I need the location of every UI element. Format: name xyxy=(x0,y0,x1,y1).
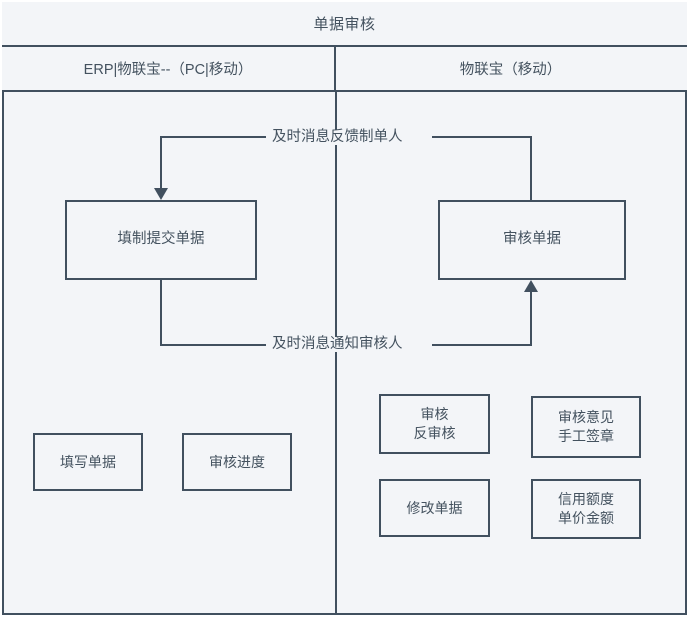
edge-notify-segment-left-vertical xyxy=(160,280,162,345)
node-opinion-sign[interactable]: 审核意见 手工签章 xyxy=(531,396,641,458)
node-credit-price[interactable]: 信用额度 单价金额 xyxy=(531,479,641,539)
node-credit-price-label: 信用额度 单价金额 xyxy=(558,491,614,526)
node-audit-doc-label: 审核单据 xyxy=(503,231,561,248)
node-audit-reverse[interactable]: 审核 反审核 xyxy=(379,394,490,454)
node-opinion-sign-label: 审核意见 手工签章 xyxy=(558,409,614,444)
node-audit-progress[interactable]: 审核进度 xyxy=(182,433,292,491)
node-write-doc-label: 填写单据 xyxy=(60,453,116,470)
node-write-doc[interactable]: 填写单据 xyxy=(33,433,143,491)
edge-notify-arrowhead-up xyxy=(524,280,538,292)
edge-notify-segment-left-horizontal xyxy=(160,344,266,346)
edge-notify-segment-right-vertical xyxy=(530,292,532,345)
edge-feedback-segment-left-horizontal xyxy=(160,136,266,138)
node-audit-progress-label: 审核进度 xyxy=(209,453,265,470)
node-modify-doc[interactable]: 修改单据 xyxy=(379,479,490,537)
node-audit-doc[interactable]: 审核单据 xyxy=(438,200,626,280)
diagram-title: 单据审核 xyxy=(313,16,376,33)
edge-feedback-arrowhead-down xyxy=(154,188,168,200)
lane-divider xyxy=(335,92,337,613)
edge-feedback-segment-left-vertical xyxy=(160,136,162,188)
edge-notify-segment-right-horizontal xyxy=(432,344,532,346)
diagram-title-row: 单据审核 xyxy=(2,2,687,47)
lane-header-row: ERP|物联宝--（PC|移动） 物联宝（移动） xyxy=(2,47,687,92)
node-fill-submit-label: 填制提交单据 xyxy=(117,231,205,248)
lane-header-wlb: 物联宝（移动） xyxy=(459,62,562,78)
edge-label-notify: 及时消息通知审核人 xyxy=(266,337,409,352)
edge-feedback-segment-right-horizontal xyxy=(432,136,532,138)
node-modify-doc-label: 修改单据 xyxy=(406,499,463,516)
edge-feedback-segment-right-vertical xyxy=(530,137,532,200)
lane-header-erp: ERP|物联宝--（PC|移动） xyxy=(2,47,336,90)
edge-label-feedback: 及时消息反馈制单人 xyxy=(266,130,409,145)
node-fill-submit[interactable]: 填制提交单据 xyxy=(65,200,257,280)
node-audit-reverse-label: 审核 反审核 xyxy=(413,406,456,441)
